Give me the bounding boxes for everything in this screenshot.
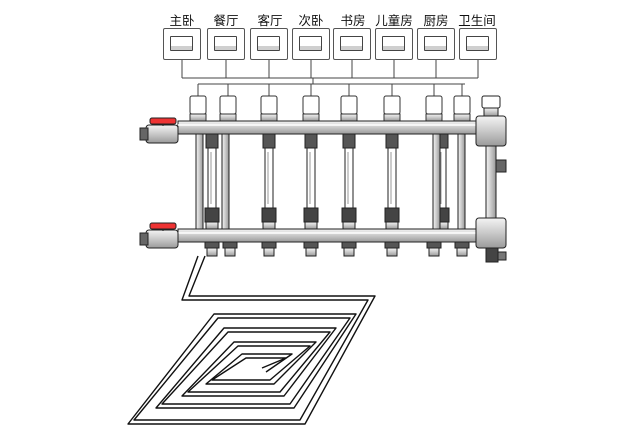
room-label-bathroom: 卫生间: [458, 13, 496, 28]
room-label-second-bedroom: 次卧: [298, 13, 324, 28]
underfloor-heating-coil: [127, 255, 376, 425]
thermostat-screen: [466, 36, 489, 51]
heating-pipe-inner: [127, 255, 376, 425]
room-label-kids-room: 儿童房: [375, 13, 413, 28]
end-assembly: [475, 95, 507, 263]
actuator: [302, 95, 320, 122]
thermostat-second-bedroom: [292, 28, 330, 60]
mounting-brackets: [195, 133, 466, 230]
actuator: [340, 95, 358, 122]
thermostat-screen: [340, 36, 363, 51]
thermostat-screen: [424, 36, 447, 51]
thermostat-screen: [382, 36, 405, 51]
thermostat-screen: [214, 36, 237, 51]
actuator: [189, 95, 207, 122]
thermostat-study: [333, 28, 371, 60]
actuator: [260, 95, 278, 122]
inlet-ball-valve-top: [139, 117, 179, 144]
actuator: [453, 95, 471, 122]
flow-meters: [204, 133, 450, 230]
actuator: [383, 95, 401, 122]
thermostat-screen: [170, 36, 193, 51]
flow-meter: [384, 133, 400, 230]
outlet: [384, 241, 400, 257]
outlet: [454, 241, 470, 257]
thermostat-screen: [299, 36, 322, 51]
thermostat-screen: [257, 36, 280, 51]
thermostat-bathroom: [459, 28, 497, 60]
outlet: [303, 241, 319, 257]
room-label-dining-room: 餐厅: [213, 13, 239, 28]
room-label-master-bedroom: 主卧: [169, 13, 195, 28]
outlet: [222, 241, 238, 257]
actuator: [219, 95, 237, 122]
flow-meter: [204, 133, 220, 230]
flow-meter: [303, 133, 319, 230]
heating-pipe-outer: [133, 255, 369, 421]
inlet-ball-valve-bottom: [139, 222, 179, 249]
outlet-connectors: [204, 241, 470, 257]
thermostat-kitchen: [417, 28, 455, 60]
outlet: [204, 241, 220, 257]
return-manifold-bar: [177, 228, 477, 243]
room-label-study: 书房: [340, 13, 366, 28]
actuators: [189, 95, 471, 122]
room-label-kitchen: 厨房: [423, 13, 449, 28]
room-label-living-room: 客厅: [257, 13, 283, 28]
actuator: [425, 95, 443, 122]
thermostat-living-room: [250, 28, 288, 60]
thermostat-master-bedroom: [163, 28, 201, 60]
flow-meter: [341, 133, 357, 230]
thermostat-kids-room: [375, 28, 413, 60]
flow-meter: [261, 133, 277, 230]
supply-manifold-bar: [177, 120, 477, 135]
outlet: [341, 241, 357, 257]
thermostat-dining-room: [207, 28, 245, 60]
outlet: [426, 241, 442, 257]
thermostat-wiring: [181, 60, 479, 96]
outlet: [261, 241, 277, 257]
